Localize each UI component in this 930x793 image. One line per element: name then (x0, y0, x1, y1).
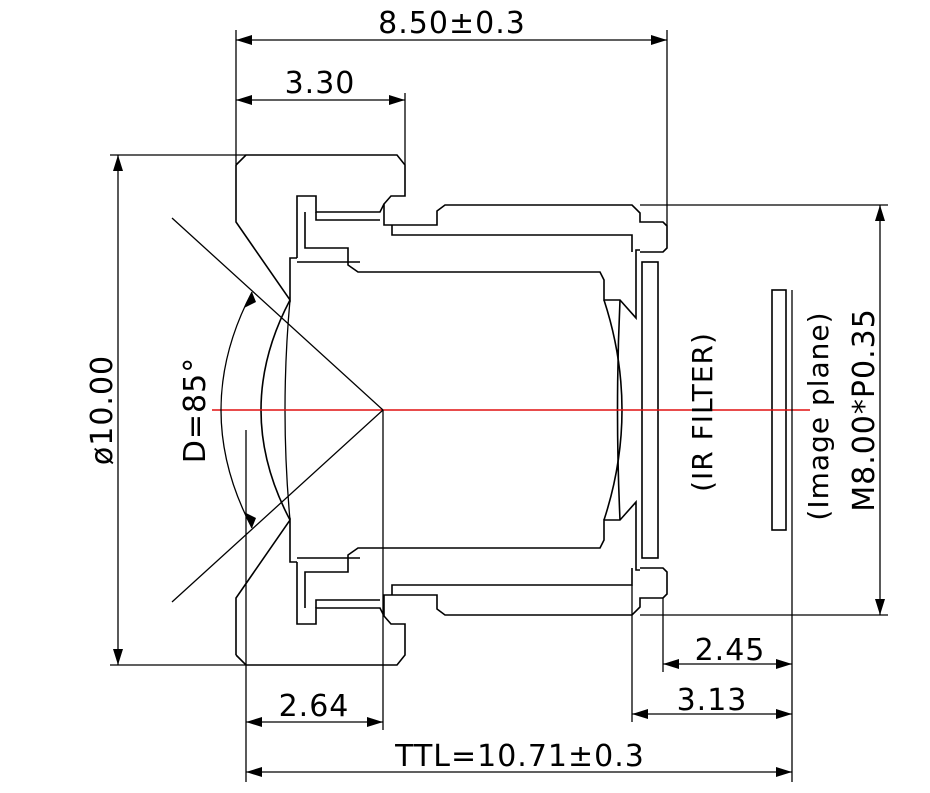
back-focal-3-13-label: 3.13 (677, 683, 748, 718)
dimension-line-overall-length (236, 35, 667, 45)
dimension-line-ttl (246, 767, 792, 777)
dimension-line-3-13 (632, 709, 792, 719)
dimension-line-outer-diameter (113, 155, 123, 665)
front-section-label: 3.30 (285, 66, 356, 101)
dimension-line-lens-to-flange (246, 717, 383, 727)
overall-length-label: 8.50±0.3 (378, 6, 526, 41)
dimension-line-front-section (236, 95, 405, 105)
outer-diameter-label: ø10.00 (85, 355, 120, 465)
ir-filter-label: (IR FILTER) (686, 332, 719, 492)
fov-angle-label: D=85° (178, 357, 213, 463)
ttl-label: TTL=10.71±0.3 (394, 739, 645, 774)
field-of-view-lines (171, 217, 384, 603)
thread-spec-label: M8.00*P0.35 (847, 308, 882, 512)
dimension-line-thread (875, 205, 885, 615)
extension-lines (110, 30, 888, 782)
lens-to-flange-label: 2.64 (279, 689, 350, 724)
back-focal-2-45-label: 2.45 (695, 633, 766, 668)
dimension-line-2-45 (663, 659, 792, 669)
lens-housing-outline (235, 154, 668, 666)
image-plane-label: (Image plane) (802, 311, 835, 520)
